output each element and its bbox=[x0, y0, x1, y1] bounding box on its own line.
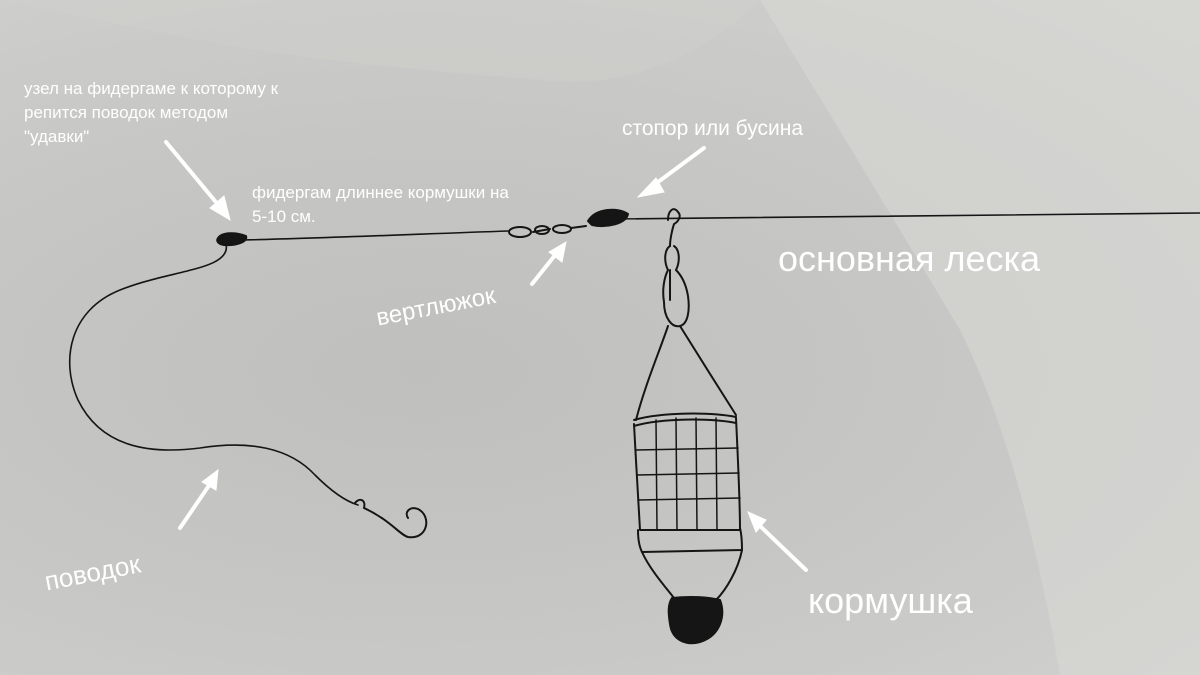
feeder-clip bbox=[667, 208, 681, 247]
feeder-string-right bbox=[679, 325, 737, 416]
knot-shape bbox=[216, 232, 248, 247]
feeder-weight bbox=[667, 595, 724, 645]
feeder-cone-right bbox=[715, 549, 743, 601]
swivel-arrow bbox=[530, 241, 567, 286]
feedergum-line bbox=[243, 230, 509, 241]
stopper-arrow bbox=[636, 146, 706, 198]
feeder-cone-left bbox=[641, 551, 675, 599]
knot-label: узел на фидергаме к которому к репится п… bbox=[24, 79, 279, 146]
stopper-label: стопор или бусина bbox=[622, 117, 804, 140]
feeder-rim-bottom bbox=[637, 527, 743, 553]
main-line-label: основная леска bbox=[778, 238, 1041, 279]
hook-shape bbox=[354, 498, 428, 539]
feeder-grid bbox=[635, 417, 741, 531]
leader-arrow bbox=[178, 468, 219, 530]
leader-line bbox=[68, 243, 359, 506]
main-line bbox=[611, 212, 1200, 220]
feeder-string-left bbox=[635, 325, 669, 421]
feeder-cage bbox=[633, 417, 741, 531]
feeder-label: кормушка bbox=[808, 580, 973, 621]
feeder-arrow bbox=[747, 511, 808, 572]
bead-shape bbox=[587, 208, 629, 227]
feeder-snap bbox=[662, 245, 690, 328]
knot-arrow bbox=[164, 140, 231, 222]
swivel-shape bbox=[508, 224, 587, 238]
feeder-rim-top bbox=[633, 412, 737, 421]
feedergum-label: фидергам длиннее кормушки на 5-10 см. bbox=[252, 183, 509, 226]
